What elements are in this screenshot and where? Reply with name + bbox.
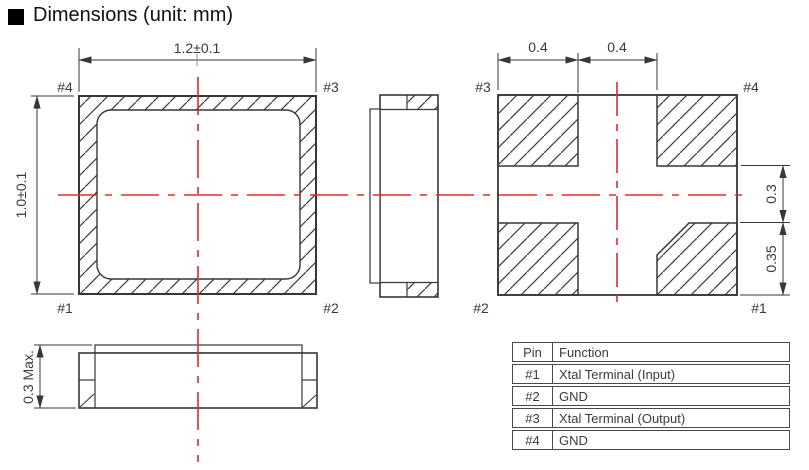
side-view-lid (369, 108, 381, 284)
top-view-width-dimension (78, 48, 317, 92)
function-cell: Xtal Terminal (Output) (559, 410, 686, 426)
top-view-pin4-label: #4 (57, 79, 73, 95)
pad-gap-dim-label: 0.4 (607, 39, 627, 55)
pin-cell: #3 (513, 409, 553, 427)
pin-cell: #1 (513, 365, 553, 383)
pin-cell: #4 (513, 431, 553, 449)
side-view-terminal-top (407, 95, 438, 110)
top-view-height-dim-label: 1.0±0.1 (13, 171, 29, 218)
pad-height-dim-label: 0.35 (763, 245, 779, 272)
front-view: 0.3 Max. (20, 344, 318, 409)
table-row: #1 Xtal Terminal (Input) (512, 364, 790, 384)
side-view (369, 94, 439, 298)
bottom-view: 0.4 0.4 0.3 0.35 #3 #4 #2 #1 (473, 39, 790, 316)
centerlines (58, 77, 748, 462)
pin-cell: #2 (513, 387, 553, 405)
pad-width-dim-label: 0.4 (528, 39, 548, 55)
bottom-view-pin1-label: #1 (751, 300, 767, 316)
table-row: #2 GND (512, 386, 790, 406)
side-view-body (379, 94, 439, 298)
pad-3 (497, 94, 579, 167)
top-view-height-dimension (31, 95, 74, 295)
top-view: 1.2±0.1 1.0±0.1 #4 #3 #1 #2 (13, 40, 339, 316)
table-header-row: Pin Function (512, 342, 790, 362)
table-row: #4 GND (512, 430, 790, 450)
bottom-view-right-dimensions (740, 164, 790, 296)
bottom-view-pin4-label: #4 (743, 79, 759, 95)
top-view-pin1-label: #1 (57, 300, 73, 316)
pin-function-table: Pin Function #1 Xtal Terminal (Input) #2… (512, 342, 790, 452)
front-view-height-dimension (34, 344, 92, 409)
vertical-gap-dim-label: 0.3 (763, 184, 779, 204)
function-cell: GND (559, 388, 588, 404)
page-title: Dimensions (unit: mm) (8, 4, 233, 27)
pad-1 (656, 222, 738, 296)
function-cell: GND (559, 432, 588, 448)
section-bullet-icon (8, 8, 24, 25)
table-row: #3 Xtal Terminal (Output) (512, 408, 790, 428)
pad-2 (497, 222, 579, 296)
top-view-pin3-label: #3 (323, 79, 339, 95)
top-view-width-dim-label: 1.2±0.1 (174, 40, 221, 56)
pad-4 (656, 94, 738, 167)
function-cell: Xtal Terminal (Input) (559, 366, 676, 382)
side-view-terminal-bottom (407, 282, 438, 297)
bottom-view-pin3-label: #3 (475, 79, 491, 95)
bottom-view-top-dimensions (497, 53, 658, 93)
pin-column-header: Pin (513, 343, 553, 361)
top-view-pin2-label: #2 (323, 300, 339, 316)
page-title-text: Dimensions (unit: mm) (33, 4, 234, 26)
function-column-header: Function (559, 344, 609, 360)
front-view-height-dim-label: 0.3 Max. (20, 350, 36, 404)
bottom-view-pin2-label: #2 (473, 300, 489, 316)
